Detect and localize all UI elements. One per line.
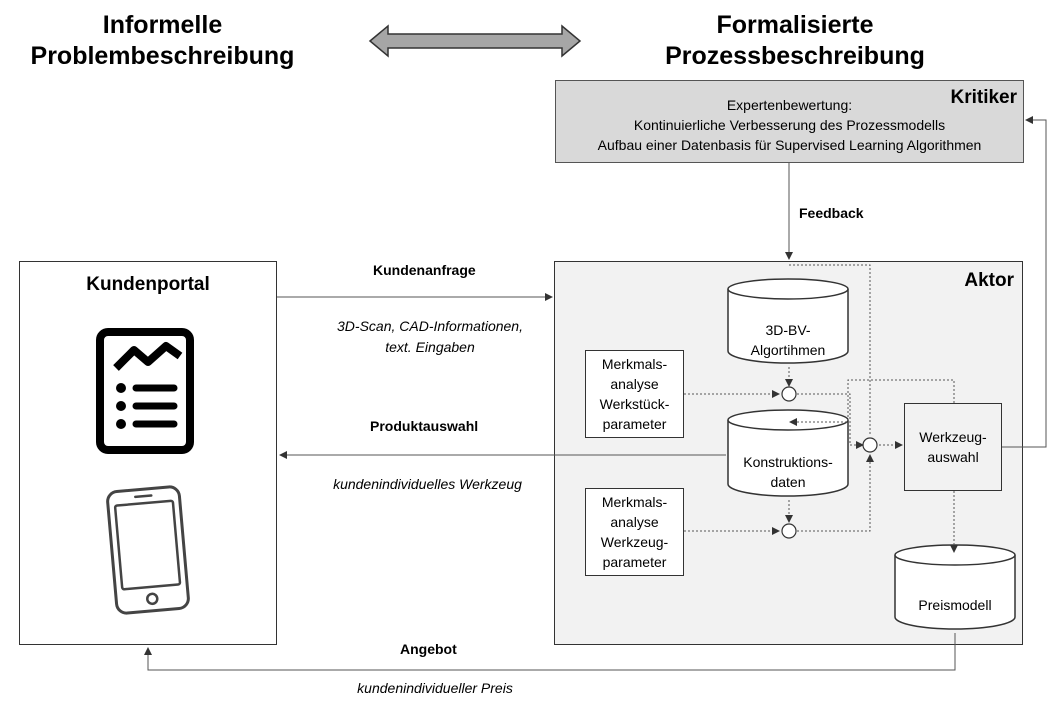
konstruktionsdaten-database — [727, 409, 849, 497]
bv-algorithmen-database — [727, 278, 849, 364]
konstruktionsdaten-label: Konstruktions- daten — [743, 454, 833, 490]
produktauswahl-detail: kundenindividuelles Werkzeug — [333, 476, 522, 492]
kritiker-line-2: Kontinuierliche Verbesserung des Prozess… — [633, 117, 946, 133]
werkzeugauswahl-box: Werkzeug- auswahl — [904, 403, 1002, 491]
preismodell-database — [894, 544, 1016, 630]
kundenanfrage-detail: 3D-Scan, CAD-Informationen, text. Eingab… — [337, 318, 523, 355]
heading-informal: Informelle Problembeschreibung — [30, 11, 295, 70]
kritiker-box: Kritiker Expertenbewertung: Kontinuierli… — [555, 80, 1024, 163]
junction-1 — [781, 386, 797, 402]
kritiker-title: Kritiker — [950, 87, 1017, 108]
bv-algorithmen-label: 3D-BV- Algortihmen — [750, 322, 826, 358]
junction-2 — [781, 523, 797, 539]
kundenanfrage-label: Kundenanfrage — [373, 262, 476, 278]
kundenportal-box: Kundenportal — [19, 261, 277, 645]
heading-formal: Formalisierte Prozessbeschreibung — [665, 11, 925, 70]
angebot-label: Angebot — [400, 641, 457, 657]
document-chart-icon — [96, 328, 194, 454]
produktauswahl-label: Produktauswahl — [370, 418, 479, 434]
feedback-label: Feedback — [799, 205, 864, 221]
kritiker-line-3: Aufbau einer Datenbasis für Supervised L… — [597, 137, 982, 153]
kundenportal-title: Kundenportal — [86, 274, 210, 295]
smartphone-icon — [106, 485, 190, 615]
merkmal-werkzeug-box: Merkmals- analyse Werkzeug- parameter — [585, 488, 684, 576]
aktor-title: Aktor — [964, 270, 1014, 291]
angebot-detail: kundenindividueller Preis — [357, 680, 513, 696]
junction-main — [862, 437, 878, 453]
kritiker-line-1: Expertenbewertung: — [726, 97, 853, 113]
preismodell-label: Preismodell — [918, 597, 992, 613]
merkmal-werkstueck-box: Merkmals- analyse Werkstück- parameter — [585, 350, 684, 438]
double-arrow-icon — [368, 24, 582, 58]
